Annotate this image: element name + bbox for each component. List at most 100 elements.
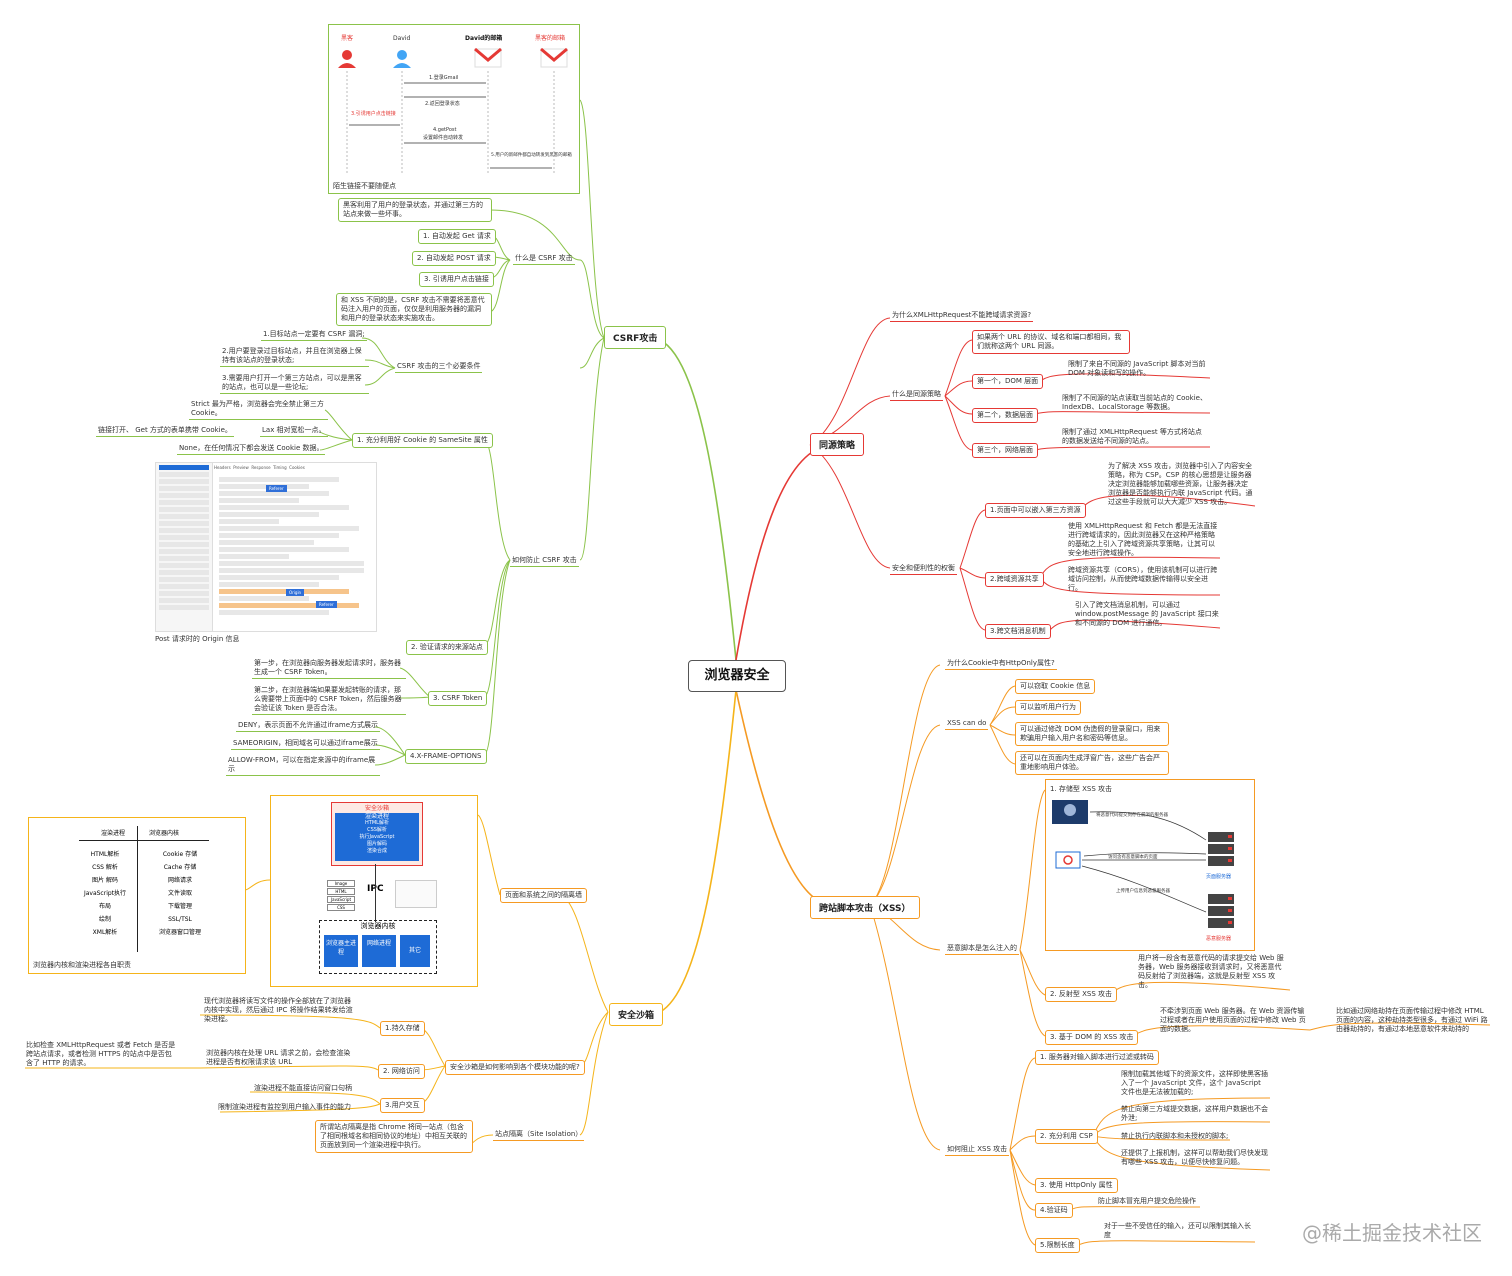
samesite-node[interactable]: 1. 充分利用好 Cookie 的 SameSite 属性: [352, 433, 493, 448]
devtools-tab-preview[interactable]: Preview: [233, 465, 249, 470]
msg-status: 2.返回登录状态: [425, 100, 460, 107]
renderer-duty: 布局: [98, 903, 111, 910]
msg-login: 1.登录Gmail: [429, 74, 458, 81]
user-interaction-node[interactable]: 3.用户交互: [380, 1098, 425, 1113]
stored-xss-svg: 将恶意代码提交到存在漏洞的服务器 访问含有恶意脚本的页面 上传用户信息到恶意服务…: [1052, 800, 1234, 942]
httponly-node[interactable]: 3. 使用 HttpOnly 属性: [1035, 1178, 1118, 1193]
dom-level-node[interactable]: 第一个，DOM 层面: [972, 374, 1044, 389]
csrf-auto-post: 2. 自动发起 POST 请求: [412, 251, 496, 266]
site-isolation-node[interactable]: 站点隔离（Site Isolation）: [493, 1130, 585, 1141]
stored-msg-3: 上传用户信息到恶意服务器: [1116, 887, 1170, 894]
captcha-node[interactable]: 4.验证码: [1035, 1203, 1073, 1218]
inject-node[interactable]: 恶意脚本是怎么注入的: [945, 944, 1019, 955]
why-xhr-cross-origin[interactable]: 为什么XMLHttpRequest不能跨域请求资源?: [890, 311, 1034, 322]
why-httponly[interactable]: 为什么Cookie中有HttpOnly属性?: [945, 659, 1057, 670]
kernel-duty: 下载管理: [167, 903, 192, 910]
xfo-deny: DENY，表示页面不允许通过iframe方式展示: [236, 721, 381, 732]
stored-msg-2: 访问含有恶意脚本的页面: [1108, 853, 1158, 860]
actor-hacker-mailbox: 黑客的邮箱: [535, 34, 565, 42]
dom-xss-node[interactable]: 3. 基于 DOM 的 XSS 攻击: [1045, 1030, 1139, 1045]
xfo-allowfrom: ALLOW-FROM，可以在指定来源中的iframe展示: [226, 756, 380, 776]
data-level-node[interactable]: 第二个，数据层面: [972, 408, 1038, 423]
embed-third-party-node[interactable]: 1.页面中可以嵌入第三方资源: [985, 503, 1086, 518]
csp-item-4: 还提供了上报机制，这样可以帮助我们尽快发现有哪些 XSS 攻击，以便尽快修复问题…: [1121, 1149, 1268, 1166]
csrf-what-node[interactable]: 什么是 CSRF 攻击: [513, 254, 575, 265]
postmessage-node[interactable]: 3.跨文档消息机制: [985, 624, 1051, 639]
dom-xss-desc: 不牵涉到页面 Web 服务器。在 Web 资源传输过程或者在用户使用页面的过程中…: [1160, 1007, 1306, 1033]
stack-image: Image: [327, 880, 355, 887]
network-level-desc: 限制了通过 XMLHttpRequest 等方式将站点的数据发送给不同源的站点。: [1062, 428, 1202, 445]
renderer-item-html: HTML解析: [365, 820, 389, 826]
root-node[interactable]: 浏览器安全: [688, 660, 786, 692]
network-level-node[interactable]: 第三个，网络层面: [972, 443, 1038, 458]
persistent-storage-node[interactable]: 1.持久存储: [380, 1021, 425, 1036]
csp-node[interactable]: 2. 充分利用 CSP: [1035, 1129, 1098, 1144]
csp-item-3: 禁止执行内联脚本和未授权的脚本;: [1121, 1132, 1229, 1140]
ipc-arrow: [375, 864, 376, 922]
renderer-item-image: 图片解码: [366, 841, 387, 847]
devtools-request-list: [156, 463, 213, 631]
renderer-label: 渲染进程: [364, 813, 389, 820]
sandbox-node[interactable]: 安全沙箱: [609, 1003, 664, 1026]
limit-input-events: 限制渲染进程有监控到用户输入事件的能力: [218, 1103, 351, 1111]
msg-lure: 3.引诱用户点击链接: [351, 110, 396, 117]
kernel-duty: Cookie 存储: [162, 851, 198, 858]
csrf-token-node[interactable]: 3. CSRF Token: [428, 691, 488, 706]
malicious-server-label: 恶意服务器: [1206, 935, 1231, 942]
prevent-xss-node[interactable]: 如何阻止 XSS 攻击: [945, 1145, 1010, 1156]
verify-origin-node[interactable]: 2. 验证请求的来源站点: [406, 640, 488, 655]
devtools-tab-cookies[interactable]: Cookies: [289, 465, 305, 470]
xss-can-do-node[interactable]: XSS can do: [945, 719, 989, 730]
kernel-renderer-table: 渲染进程 浏览器内核 HTML解析 CSS 解析 图片 解码 JavaScrip…: [28, 817, 246, 974]
no-window-handle: 渲染进程不能直接访问窗口句柄: [254, 1084, 352, 1092]
renderer-duty: JavaScript执行: [83, 890, 127, 897]
page-server-icon: [1208, 832, 1234, 866]
xfo-sameorigin: SAMEORIGIN，相同域名可以通过iframe展示: [231, 739, 380, 750]
csrf-auto-get: 1. 自动发起 Get 请求: [418, 229, 496, 244]
isolation-wall-node[interactable]: 页面和系统之间的隔离墙: [500, 888, 587, 903]
stack-css: CSS: [327, 904, 355, 911]
csrf-prevent-node[interactable]: 如何防止 CSRF 攻击: [510, 556, 579, 567]
xfo-node[interactable]: 4.X-FRAME-OPTIONS: [405, 749, 487, 764]
renderer-process-box: 渲染进程 HTML解析 CSS解析 执行JavaScript 图片解码 渲染合成: [335, 813, 419, 861]
msg-autoforward: 5.用户的新邮件都自动转发到黑客的邮箱: [491, 151, 572, 158]
devtools-tab-timing[interactable]: Timing: [273, 465, 287, 470]
kernel-duties: Cookie 存储 Cache 存储 网络请求 文件读取 下载管理 SSL/TS…: [143, 848, 217, 939]
xss-node[interactable]: 跨站脚本攻击（XSS）: [810, 896, 920, 919]
kernel-box: 浏览器内核 浏览器主进程 网络进程 其它: [319, 920, 437, 974]
samesite-lax-note: 链接打开、 Get 方式的表单携带 Cookie。: [96, 426, 234, 437]
devtools-tab-response[interactable]: Response: [251, 465, 271, 470]
browser-icon: [1055, 851, 1081, 869]
csrf-node[interactable]: CSRF攻击: [604, 326, 667, 349]
csrf-vs-xss: 和 XSS 不同的是，CSRF 攻击不需要将恶意代码注入用户的页面，仅仅是利用服…: [336, 293, 492, 326]
sandbox-effect-node[interactable]: 安全沙箱是如何影响到各个模块功能的呢?: [445, 1060, 585, 1075]
person-blue-icon: [393, 50, 411, 68]
steal-cookie: 可以窃取 Cookie 信息: [1015, 679, 1096, 694]
captcha-desc: 防止脚本冒充用户提交危险操作: [1098, 1197, 1196, 1205]
token-step-1: 第一步，在浏览器向服务器发起请求时，服务器生成一个 CSRF Token。: [252, 659, 406, 679]
watermark: @稀土掘金技术社区: [1302, 1221, 1482, 1245]
token-step-2: 第二步，在浏览器端如果要发起转账的请求，那么需要带上页面中的 CSRF Toke…: [252, 686, 406, 715]
person-red-icon: [338, 50, 356, 68]
stack-js: JavaScript: [327, 896, 355, 903]
what-same-origin-node[interactable]: 什么是同源策略: [890, 390, 943, 401]
actor-david-mailbox: David的邮箱: [465, 34, 502, 42]
dom-xss-extra: 比如通过网络劫持在页面传输过程中修改 HTML 页面的内容，这种劫持类型很多，有…: [1336, 1007, 1488, 1033]
filter-input-node[interactable]: 1. 服务器对输入脚本进行过滤或转码: [1035, 1050, 1159, 1065]
table-caption: 浏览器内核和渲染进程各自职责: [33, 961, 131, 969]
dom-level-desc: 限制了来自不同源的 JavaScript 脚本对当前 DOM 对象读和写的操作。: [1068, 360, 1206, 377]
data-level-desc: 限制了不同源的站点读取当前站点的 Cookie、IndexDB、LocalSto…: [1062, 394, 1207, 411]
reflected-xss-node[interactable]: 2. 反射型 XSS 攻击: [1045, 987, 1118, 1002]
msg-getpost: 4.getPost: [433, 127, 456, 133]
limit-length-node[interactable]: 5.限制长度: [1035, 1238, 1080, 1253]
csrf-conditions-node[interactable]: CSRF 攻击的三个必要条件: [395, 362, 483, 373]
tradeoff-node[interactable]: 安全和便利性的权衡: [890, 564, 957, 575]
devtools-tab-headers[interactable]: Headers: [214, 465, 231, 470]
referer-tag: Referer: [266, 485, 287, 492]
cors-node[interactable]: 2.跨域资源共享: [985, 572, 1044, 587]
network-access-node[interactable]: 2. 网络访问: [378, 1064, 425, 1079]
hacker-image-icon: [1052, 800, 1088, 824]
same-origin-node[interactable]: 同源策略: [810, 433, 865, 456]
condition-2: 2.用户要登录过目标站点，并且在浏览器上保持有该站点的登录状态;: [220, 347, 369, 367]
stored-xss-panel: 1. 存储型 XSS 攻击 将恶意代码提交到存在漏洞的服务器 访问含有恶意脚本的…: [1045, 779, 1255, 951]
